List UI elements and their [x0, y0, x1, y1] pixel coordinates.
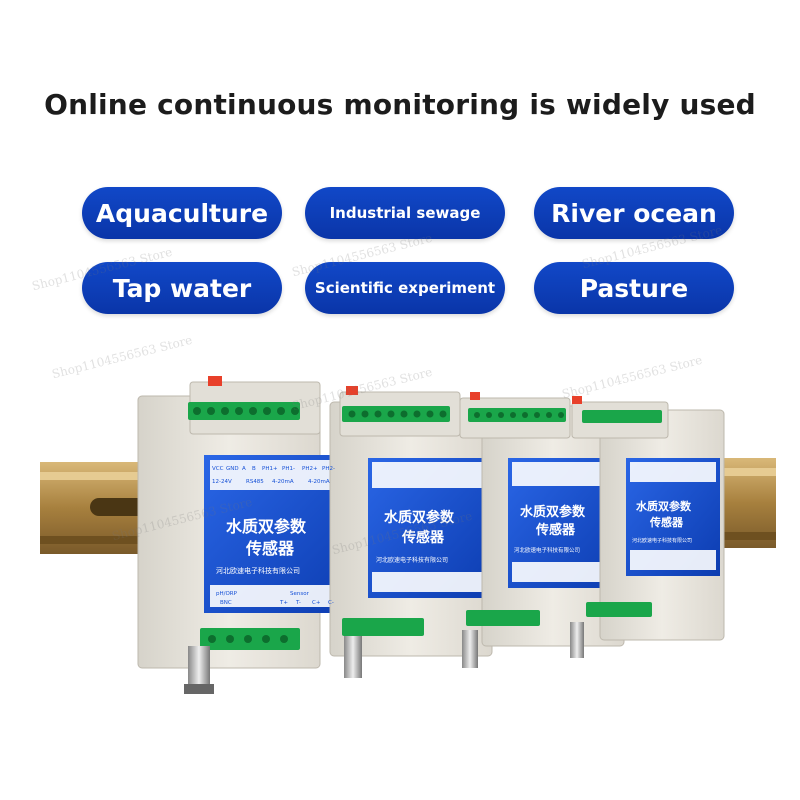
sensor-modules-photo: 水质双参数 传感器 河北欧速电子科技有限公司 水质双参数 传感器 河北欧速电子科… [40, 376, 776, 694]
sensor-label: Sensor [290, 591, 310, 597]
module-1-title-2: 传感器 [245, 539, 295, 558]
sensor-c-plus: C+ [312, 600, 321, 606]
badge-pasture: Pasture [534, 262, 734, 314]
sensor-t-plus: T+ [279, 600, 288, 606]
sensor-t-minus: T- [295, 600, 301, 606]
headline: Online continuous monitoring is widely u… [44, 88, 756, 121]
bus-type: RS485 [246, 479, 264, 485]
badge-scientific-experiment: Scientific experiment [305, 262, 505, 314]
current-output-2: 4-20mA [308, 479, 330, 485]
probe-label: pH/ORP [216, 591, 238, 597]
terminal-ph1-minus: PH1- [282, 466, 295, 472]
current-output-1: 4-20mA [272, 479, 294, 485]
module-1-title-1: 水质双参数 [226, 517, 307, 536]
module-2-title-2: 传感器 [401, 529, 445, 546]
sensor-module-2: 水质双参数 传感器 河北欧速电子科技有限公司 [329, 386, 493, 678]
badge-tap-water: Tap water [82, 262, 282, 314]
terminal-vcc: VCC [212, 466, 224, 472]
module-3-title-2: 传感器 [535, 522, 576, 538]
module-3-title-1: 水质双参数 [520, 504, 586, 520]
terminal-b: B [252, 466, 256, 472]
terminal-ph2-plus: PH2+ [302, 466, 318, 472]
module-3-company: 河北欧速电子科技有限公司 [514, 546, 580, 554]
terminal-ph1-plus: PH1+ [262, 466, 278, 472]
badge-aquaculture: Aquaculture [82, 187, 282, 239]
module-2-company: 河北欧速电子科技有限公司 [376, 556, 448, 564]
power-rating: 12-24V [212, 479, 232, 485]
sensor-module-4: 水质双参数 传感器 河北欧速电子科技有限公司 [570, 396, 725, 658]
module-4-company: 河北欧速电子科技有限公司 [632, 537, 692, 544]
module-4-title-2: 传感器 [649, 515, 684, 529]
module-2-title-1: 水质双参数 [384, 509, 455, 526]
sensor-c-minus: C- [328, 600, 334, 606]
module-4-title-1: 水质双参数 [636, 499, 692, 513]
terminal-a: A [242, 466, 246, 472]
terminal-gnd: GND [226, 466, 239, 472]
badge-industrial-sewage: Industrial sewage [305, 187, 505, 239]
badge-river-ocean: River ocean [534, 187, 734, 239]
connector-label: BNC [220, 600, 232, 606]
module-1-company: 河北欧速电子科技有限公司 [216, 566, 300, 575]
sensor-module-1: 水质双参数 传感器 河北欧速电子科技有限公司 [137, 376, 354, 694]
terminal-ph2-minus: PH2- [322, 466, 335, 472]
